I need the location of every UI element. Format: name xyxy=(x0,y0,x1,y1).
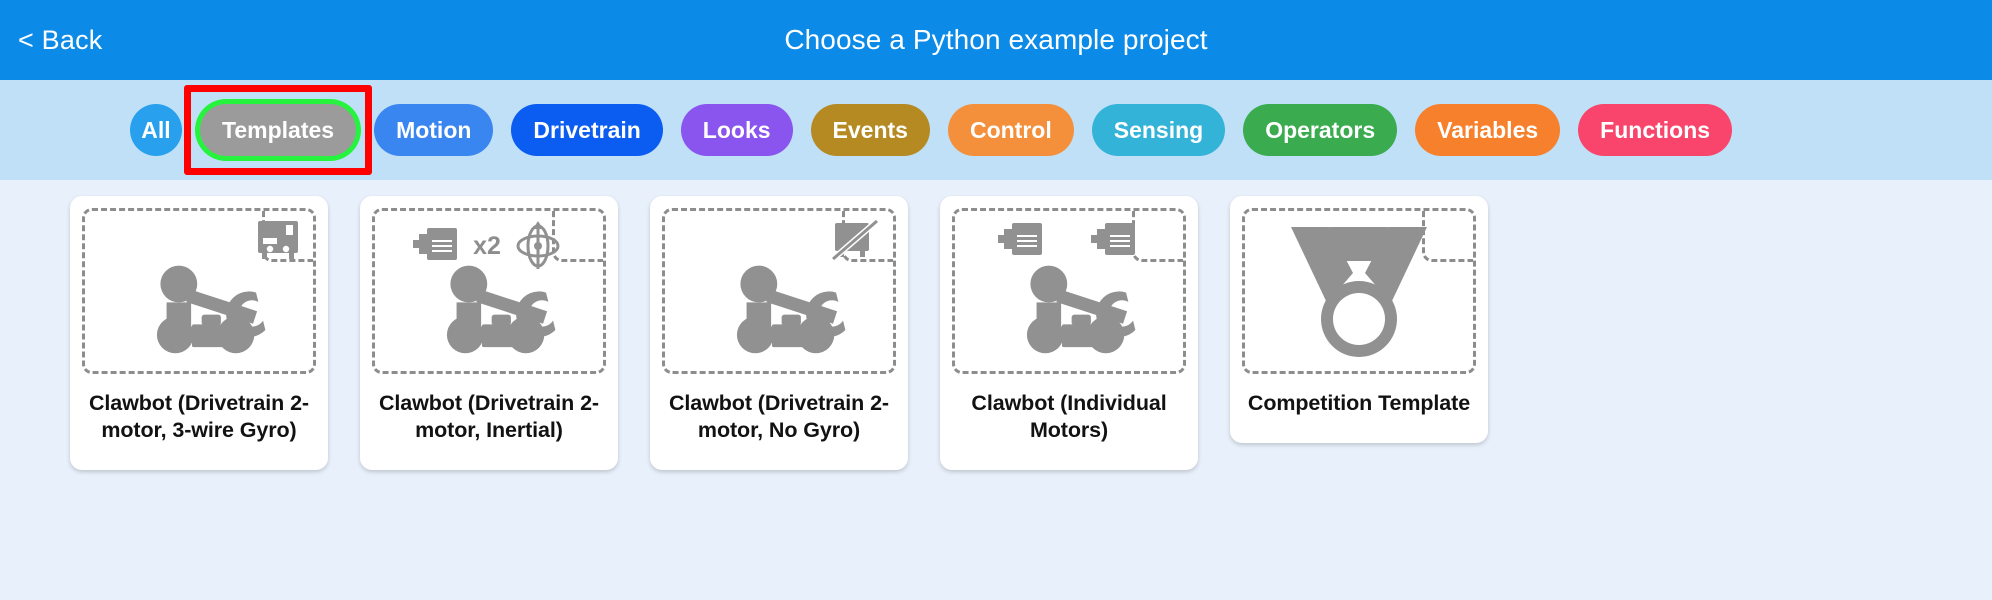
project-thumbnail: x2 xyxy=(372,208,606,374)
filter-chip-label: Events xyxy=(832,116,908,143)
project-card-grid: Clawbot (Drivetrain 2-motor, 3-wire Gyro… xyxy=(0,180,1992,470)
motor-icon xyxy=(1090,219,1141,264)
back-button[interactable]: < Back xyxy=(18,24,103,55)
filter-chip-variables[interactable]: Variables xyxy=(1415,104,1561,156)
category-filter-bar: All Templates Motion Drivetrain Looks Events C… xyxy=(0,80,1992,180)
clawbot-icon xyxy=(955,211,1183,371)
thumbnail-badge-row xyxy=(85,219,313,268)
project-card[interactable]: Clawbot (Drivetrain 2-motor, 3-wire Gyro… xyxy=(70,196,328,470)
filter-chip-operators[interactable]: Operators xyxy=(1243,104,1398,156)
project-card-label: Clawbot (Drivetrain 2-motor, No Gyro) xyxy=(668,391,889,442)
filter-chip-sensing[interactable]: Sensing xyxy=(1091,104,1226,156)
filter-chip-functions[interactable]: Functions xyxy=(1578,104,1733,156)
project-card[interactable]: x2 Clawbot (Drivetrain 2-motor, Inertial… xyxy=(360,196,618,470)
filter-chip-templates[interactable]: Templates xyxy=(184,85,373,175)
page-title: Choose a Python example project xyxy=(784,24,1208,55)
clawbot-icon xyxy=(85,211,313,371)
page-fold-corner-icon xyxy=(552,211,603,262)
filter-chip-control[interactable]: Control xyxy=(947,104,1074,156)
no-gyro-icon xyxy=(831,218,881,268)
thumbnail-badge-row xyxy=(665,218,893,268)
motor-icon xyxy=(413,224,463,269)
project-card[interactable]: Clawbot (Individual Motors) xyxy=(940,196,1198,470)
filter-chip-drivetrain[interactable]: Drivetrain xyxy=(511,104,663,156)
filter-chip-label: Operators xyxy=(1265,116,1376,143)
project-card-label: Clawbot (Drivetrain 2-motor, 3-wire Gyro… xyxy=(88,391,309,442)
medal-icon xyxy=(1245,211,1473,371)
thumbnail-badge-row xyxy=(955,219,1183,264)
inertial-sensor-icon xyxy=(511,219,565,274)
filter-chip-label: Control xyxy=(969,116,1052,143)
project-card[interactable]: Clawbot (Drivetrain 2-motor, No Gyro) xyxy=(650,196,908,470)
filter-chip-all[interactable]: All xyxy=(130,104,182,156)
motor-icon xyxy=(997,219,1048,264)
project-thumbnail xyxy=(82,208,316,374)
filter-chip-label: All xyxy=(141,116,171,143)
filter-chip-label: Drivetrain xyxy=(533,116,641,143)
project-card-label: Competition Template xyxy=(1247,391,1471,415)
project-card-label: Clawbot (Drivetrain 2-motor, Inertial) xyxy=(378,391,599,442)
filter-chip-label: Functions xyxy=(1600,116,1711,143)
filter-chip-label: Templates xyxy=(222,116,335,143)
filter-chip-events[interactable]: Events xyxy=(810,104,930,156)
clawbot-icon xyxy=(665,211,893,371)
project-card[interactable]: Competition Template xyxy=(1230,196,1488,443)
filter-chip-label: Variables xyxy=(1437,116,1539,143)
project-card-label: Clawbot (Individual Motors) xyxy=(971,391,1167,442)
project-thumbnail xyxy=(1242,208,1476,374)
project-thumbnail xyxy=(952,208,1186,374)
project-thumbnail xyxy=(662,208,896,374)
motor-count-label: x2 xyxy=(473,232,501,260)
page-fold-corner-icon xyxy=(1422,211,1473,262)
app-header: < Back Choose a Python example project xyxy=(0,0,1992,80)
filter-chip-looks[interactable]: Looks xyxy=(680,104,793,156)
filter-chip-motion[interactable]: Motion xyxy=(374,104,494,156)
brain-icon xyxy=(255,219,301,268)
filter-chip-label: Motion xyxy=(396,116,472,143)
filter-chip-label: Looks xyxy=(702,116,771,143)
thumbnail-badge-row: x2 xyxy=(375,219,603,274)
clawbot-icon xyxy=(375,211,603,371)
filter-chip-label: Sensing xyxy=(1113,116,1204,143)
